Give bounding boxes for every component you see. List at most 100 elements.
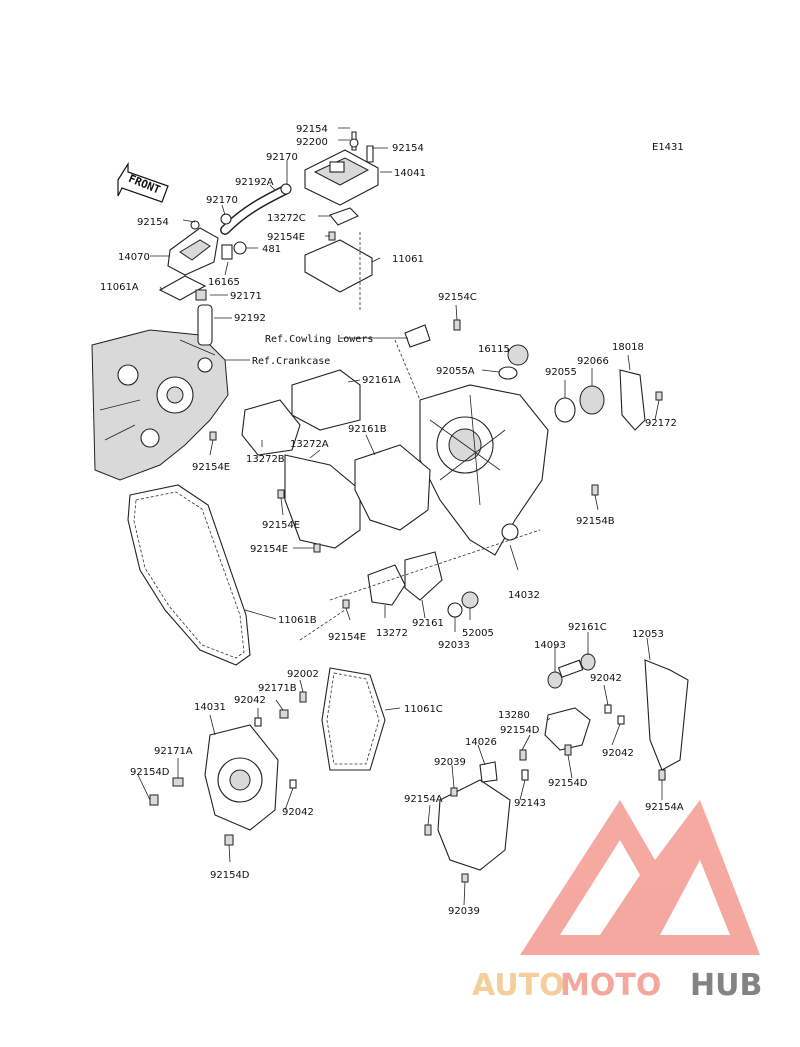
label-92154D-a: 92154D (500, 725, 540, 736)
label-14031: 14031 (194, 702, 226, 713)
shaft-14093 (547, 653, 596, 689)
label-92066: 92066 (577, 356, 609, 367)
label-92002: 92002 (287, 669, 319, 680)
label-13272A: 13272A (290, 439, 329, 450)
label-92161B: 92161B (348, 424, 387, 435)
plug-16115 (507, 344, 529, 366)
ring-92033 (447, 602, 463, 618)
watermark-hub: HUB (690, 968, 762, 1003)
label-92171: 92171 (230, 291, 262, 302)
label-92161C: 92161C (568, 622, 607, 633)
label-92042-b: 92042 (590, 673, 622, 684)
label-92192A: 92192A (235, 177, 274, 188)
fitting-92171A (172, 777, 184, 787)
watermark-auto: AUTO (472, 968, 565, 1003)
watermark-logo: AUTO MOTO HUB (472, 800, 762, 1003)
label-92171A: 92171A (154, 746, 193, 757)
bolt-92154D-a (149, 794, 159, 806)
label-92154E-e: 92154E (328, 632, 366, 643)
label-92154-top: 92154 (296, 124, 328, 135)
label-92170-a: 92170 (266, 152, 298, 163)
label-92154-right: 92154 (392, 143, 424, 154)
label-14032: 14032 (508, 590, 540, 601)
bolt-92039-b (461, 873, 469, 883)
breather-cover-14041 (304, 131, 379, 206)
pad-92161 (404, 551, 443, 601)
fitting-cowling (404, 324, 431, 348)
bolt-92154D-d (224, 834, 234, 846)
cover-18018 (619, 369, 646, 431)
label-92154B: 92154B (576, 516, 615, 527)
label-92200: 92200 (296, 137, 328, 148)
label-18018: 18018 (612, 342, 644, 353)
label-92172: 92172 (645, 418, 677, 429)
label-92143: 92143 (514, 798, 546, 809)
label-92055: 92055 (545, 367, 577, 378)
label-92042-c: 92042 (602, 748, 634, 759)
label-14093: 14093 (534, 640, 566, 651)
label-92154E-d: 92154E (250, 544, 288, 555)
cover-14026 (437, 761, 511, 871)
diagram-code: E1431 (652, 142, 684, 153)
bracket-12053 (644, 659, 689, 771)
label-14041: 14041 (394, 168, 426, 179)
oring-92055A (498, 366, 518, 380)
gasket-11061 (304, 239, 373, 293)
label-92154E-b: 92154E (192, 462, 230, 473)
label-92055A: 92055A (436, 366, 475, 377)
bolt-92154B (591, 484, 599, 496)
pin-92042-a (254, 717, 262, 727)
ref-cowling-lowers: Ref.Cowling Lowers (265, 334, 373, 345)
breather-14070 (167, 220, 219, 276)
label-92154E-c: 92154E (262, 520, 300, 531)
label-92154A-b: 92154A (645, 802, 684, 813)
label-14026: 14026 (465, 737, 497, 748)
pad-92161B (354, 444, 431, 531)
bolt-92154C (453, 319, 461, 331)
label-92033: 92033 (438, 640, 470, 651)
seal-52005 (461, 591, 479, 609)
label-92154C: 92154C (438, 292, 477, 303)
label-481: 481 (262, 244, 281, 255)
label-92039-a: 92039 (434, 757, 466, 768)
label-13280: 13280 (498, 710, 530, 721)
label-13272B: 13272B (246, 454, 285, 465)
generator-cover-14031 (204, 724, 279, 831)
bolt-92154E-d (313, 543, 321, 553)
label-92154D-b: 92154D (130, 767, 170, 778)
label-13272C: 13272C (267, 213, 306, 224)
fitting-16165 (221, 244, 233, 260)
label-11061A: 11061A (100, 282, 139, 293)
bolt-92154D-c (564, 744, 572, 756)
plate-13272A (284, 454, 361, 549)
plate-13272B (241, 399, 301, 456)
bolt-92172 (655, 391, 663, 401)
hose-92192 (197, 304, 213, 346)
plate-92161A (291, 369, 361, 431)
label-92039-b: 92039 (448, 906, 480, 917)
clutch-cover-14032 (419, 384, 549, 556)
bolt-92154D-b (519, 749, 527, 761)
label-92170-b: 92170 (206, 195, 238, 206)
clamp-92170-a (280, 183, 292, 195)
leader-lines (137, 127, 663, 906)
label-12053: 12053 (632, 629, 664, 640)
front-arrow-icon: FRONT (117, 161, 169, 203)
label-11061B: 11061B (278, 615, 317, 626)
gasket-11061A (158, 275, 207, 301)
label-92154D-c: 92154D (548, 778, 588, 789)
label-92154A-a: 92154A (404, 794, 443, 805)
label-92161A: 92161A (362, 375, 401, 386)
fitting-92171B (279, 709, 289, 719)
pin-92042-b (289, 779, 297, 789)
seal-92066 (579, 385, 605, 415)
oring-92055 (554, 397, 576, 423)
crankcase-ref-sketch (91, 329, 229, 481)
oring-481 (233, 241, 247, 255)
label-92042-d: 92042 (282, 807, 314, 818)
plate-13272C (329, 207, 359, 226)
label-92154E-a: 92154E (267, 232, 305, 243)
pin-92042-d (617, 715, 625, 725)
plate-13272 (367, 564, 406, 606)
label-16115: 16115 (478, 344, 510, 355)
